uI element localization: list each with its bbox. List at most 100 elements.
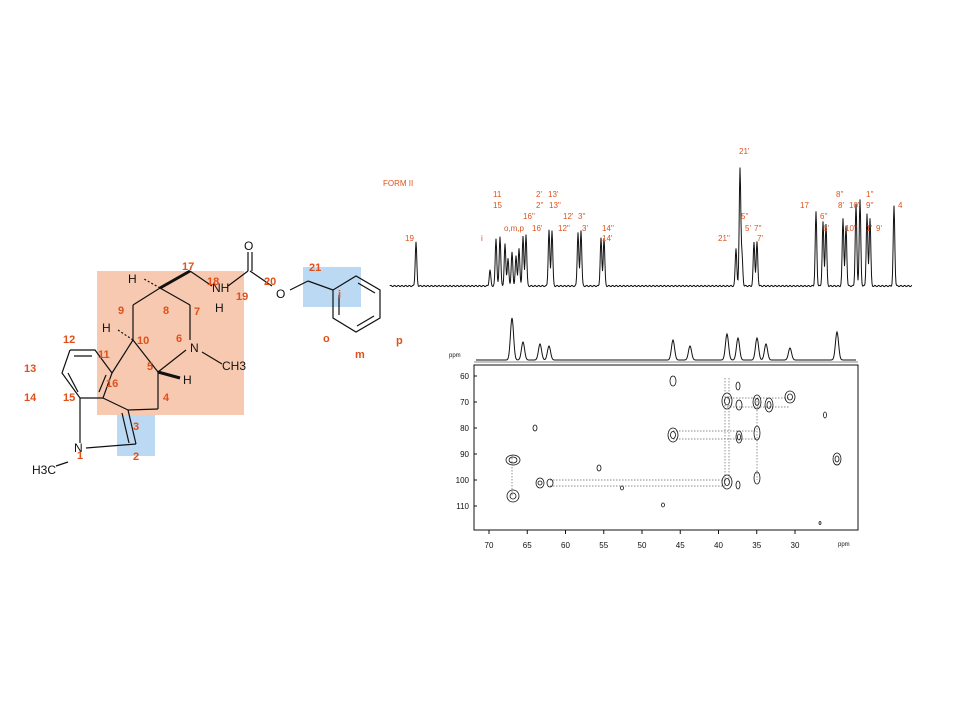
contour-peak: [535, 477, 545, 489]
contour-peaks: [505, 375, 842, 525]
peak-label: 17: [800, 201, 809, 210]
spectrum-title: FORM II: [383, 179, 413, 188]
atom-number-label: 5: [147, 361, 153, 373]
atom-h10: H: [102, 321, 111, 335]
atom-number-label: 3: [133, 421, 139, 433]
x-tick-label: 40: [714, 541, 723, 550]
atom-nh: NH: [212, 281, 229, 295]
contour-peak: [752, 394, 762, 410]
spectrum-2d: ppm 60 70 80 90 100 110 ppm 70 65 60 55 50 45 40 35 3…: [449, 317, 859, 550]
y-axis: ppm 60 70 80 90 100 110: [449, 353, 477, 511]
contour-peak: [735, 480, 741, 490]
contour-peak: [669, 375, 677, 387]
highlight-ergoline-region: [97, 271, 244, 415]
contour-peak: [620, 485, 624, 491]
atom-number-label: 10: [137, 335, 149, 347]
atom-number-label: 1: [77, 450, 83, 462]
atom-n1: N: [74, 441, 83, 455]
molecule-structure: N H3C N CH3 H H H NH H O O 1 2 3 4 5 6 7…: [24, 239, 403, 477]
atom-number-label: 20: [264, 276, 276, 288]
y-tick-label: 100: [456, 476, 470, 485]
ring-label-para: p: [396, 335, 403, 347]
ring-label-ipso: i: [338, 289, 341, 301]
peak-label: 16'': [523, 212, 535, 221]
atom-nh-hydrogen: H: [215, 301, 224, 315]
atom-o-ester: O: [276, 287, 285, 301]
peak-label: 4: [898, 201, 903, 210]
contour-peak: [546, 478, 554, 488]
contour-peak: [735, 430, 743, 444]
peak-label: 21'': [718, 234, 730, 243]
atom-ch3-n6: CH3: [222, 359, 246, 373]
contour-peak: [596, 464, 602, 472]
peak-label: 19: [405, 234, 414, 243]
peak-label: 5'': [741, 212, 749, 221]
y-axis-unit: ppm: [449, 353, 461, 359]
x-tick-label: 50: [638, 541, 647, 550]
atom-h5: H: [183, 373, 192, 387]
x-tick-label: 35: [752, 541, 761, 550]
y-tick-label: 110: [456, 502, 469, 511]
peak-label: 9': [876, 224, 882, 233]
peak-label: 8'': [836, 190, 844, 199]
atom-number-label: 18: [207, 276, 219, 288]
atom-number-label: 21: [309, 262, 321, 274]
peak-label: 9'': [866, 201, 874, 210]
peak-label: 12': [563, 212, 574, 221]
contour-peak: [823, 411, 827, 419]
atom-number-label: 14: [24, 392, 37, 404]
x-tick-label: 70: [485, 541, 494, 550]
atom-number-label: 13: [24, 363, 36, 375]
atom-number-label: 6: [176, 333, 182, 345]
peak-label: 15: [493, 201, 502, 210]
correlation-lines: [511, 378, 790, 497]
peak-label: 6': [823, 224, 829, 233]
x-tick-label: 30: [791, 541, 800, 550]
contour-peak: [532, 424, 538, 432]
atom-number-label: 12: [63, 334, 75, 346]
ring-label-meta: m: [355, 349, 365, 361]
contour-peak: [667, 427, 679, 443]
atom-number-label: 7: [194, 306, 200, 318]
atom-h8: H: [128, 272, 137, 286]
contour-peak: [753, 425, 761, 441]
contour-peak: [832, 452, 842, 466]
x-tick-label: 60: [561, 541, 570, 550]
x-tick-label: 65: [523, 541, 532, 550]
contour-peak: [661, 502, 665, 508]
atom-number-label: 9: [118, 305, 124, 317]
peak-label: i: [481, 234, 483, 243]
x-axis-unit: ppm: [838, 542, 850, 548]
molecule-bonds: [55, 252, 381, 467]
atom-o-carbonyl: O: [244, 239, 253, 253]
atom-number-label: 11: [98, 349, 110, 361]
y-tick-label: 60: [460, 372, 469, 381]
x-axis: ppm 70 65 60 55 50 45 40 35 30: [485, 530, 850, 550]
ring-label-ortho: o: [323, 333, 330, 345]
spectrum-1d-trace: [389, 167, 913, 288]
peak-label: 10': [849, 201, 860, 210]
y-tick-label: 90: [460, 450, 469, 459]
y-tick-label: 70: [460, 398, 469, 407]
atom-number-label: 15: [63, 392, 75, 404]
x-tick-label: 55: [599, 541, 608, 550]
peak-label: 12'': [558, 224, 570, 233]
peak-label: 6'': [820, 212, 828, 221]
atom-number-label: 17: [182, 261, 194, 273]
x-tick-label: 45: [676, 541, 685, 550]
peak-label: 7': [757, 234, 763, 243]
plot-frame: [473, 364, 859, 531]
y-tick-label: 80: [460, 424, 469, 433]
peak-label: 14'': [602, 224, 614, 233]
atom-number-label: 8: [163, 305, 169, 317]
peak-label: 1': [866, 224, 872, 233]
atom-number-label: 2: [133, 451, 139, 463]
contour-peak: [721, 474, 733, 490]
contour-peak: [506, 489, 520, 503]
peak-label: 5': [745, 224, 751, 233]
peak-label: 2': [536, 190, 542, 199]
contour-peak: [784, 390, 796, 404]
atom-ch3-n1: H3C: [32, 463, 56, 477]
contour-peak: [753, 471, 761, 485]
